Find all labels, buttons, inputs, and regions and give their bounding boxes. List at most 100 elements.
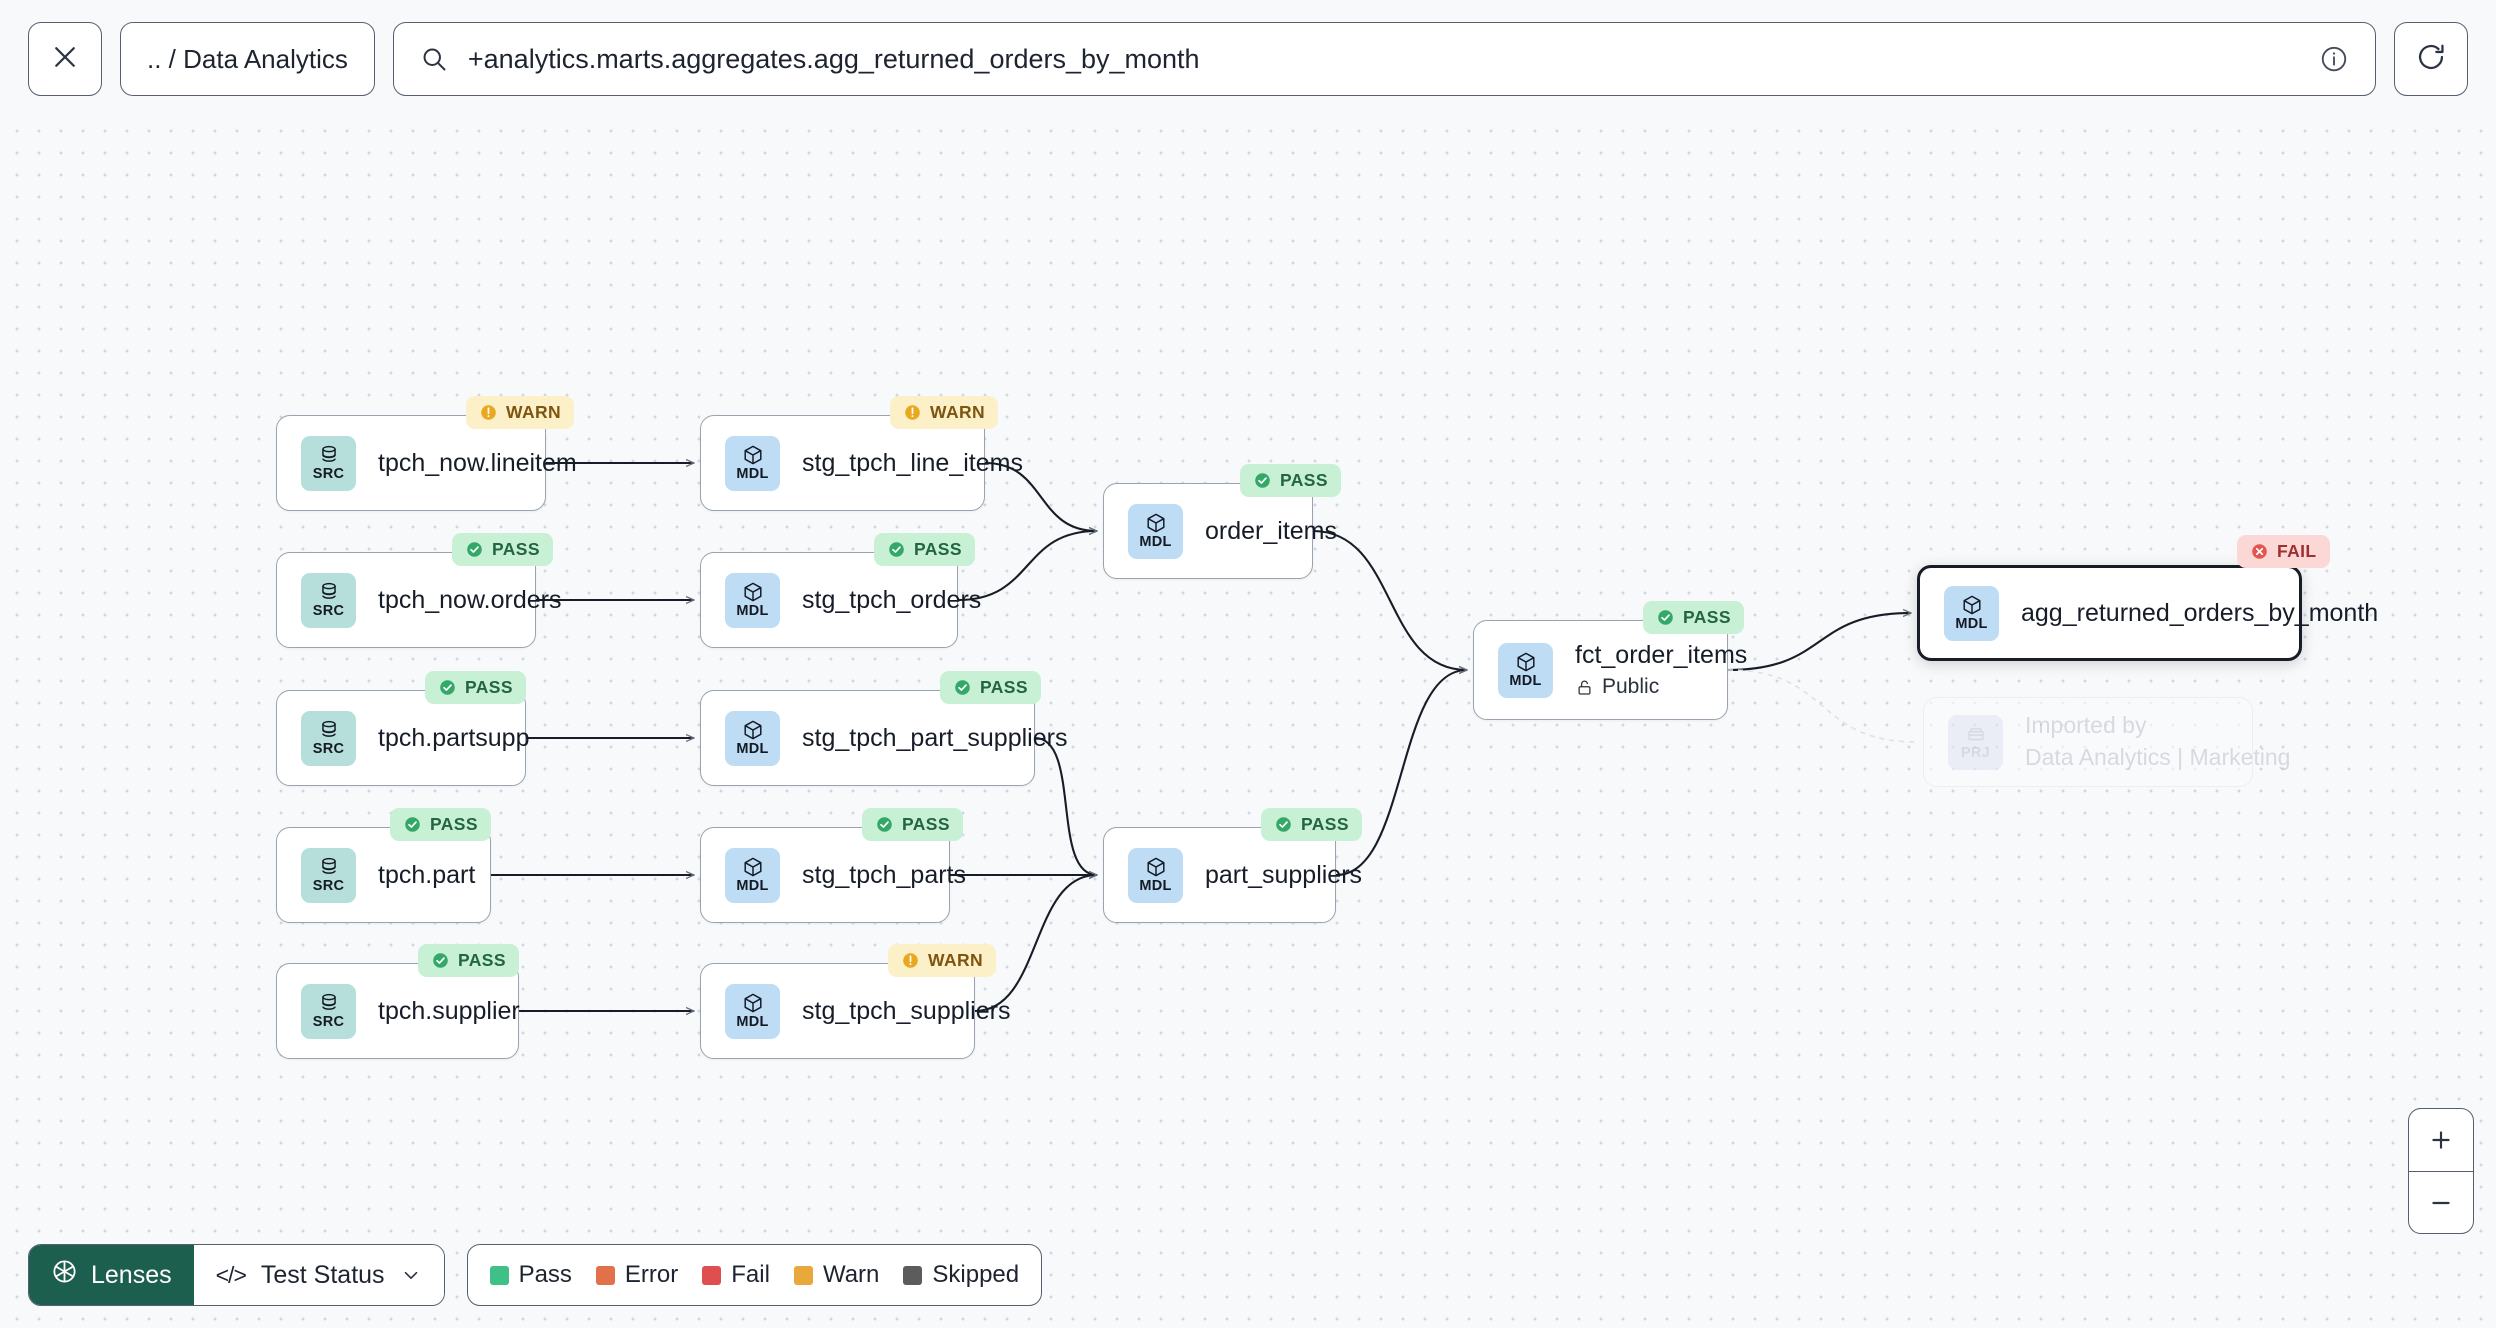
close-icon [50, 42, 80, 77]
status-badge-label: WARN [928, 950, 984, 970]
status-badge-tpch_now_orders[interactable]: PASS [452, 533, 553, 566]
node-body: stg_tpch_part_suppliers [802, 724, 1067, 752]
cube-icon: MDL [725, 572, 780, 628]
node-kind-label: SRC [312, 1014, 345, 1031]
unlock-icon [1575, 678, 1594, 697]
status-badge-stg_tpch_suppliers[interactable]: WARN [888, 944, 997, 977]
lenses-button[interactable]: Lenses [29, 1245, 194, 1305]
pass-icon [403, 815, 422, 834]
status-badge-stg_tpch_line_items[interactable]: WARN [890, 396, 999, 429]
close-button[interactable] [28, 22, 102, 96]
graph-node-stg_tpch_orders[interactable]: MDL stg_tpch_orders [700, 552, 982, 648]
status-badge-fct_order_items[interactable]: PASS [1643, 601, 1744, 634]
status-badge-label: PASS [1301, 814, 1349, 834]
status-badge-stg_tpch_orders[interactable]: PASS [874, 533, 975, 566]
graph-node-tpch_supplier[interactable]: SRC tpch.supplier [276, 963, 520, 1059]
legend-item-warn[interactable]: Warn [793, 1261, 879, 1289]
legend-item-skipped[interactable]: Skipped [903, 1261, 1019, 1289]
status-badge-tpch_supplier[interactable]: PASS [418, 944, 519, 977]
status-badge-label: PASS [430, 814, 478, 834]
status-badge-stg_tpch_parts[interactable]: PASS [862, 808, 963, 841]
graph-node-imported_by_project[interactable]: PRJ Imported by Data Analytics | Marketing [1923, 697, 2290, 787]
database-icon: SRC [301, 847, 356, 903]
breadcrumb[interactable]: .. / Data Analytics [120, 22, 375, 96]
bottom-toolbar: Lenses </> Test Status Pass Error Fail Warn… [28, 1244, 1043, 1306]
test-status-label: Test Status [260, 1260, 385, 1289]
refresh-button[interactable] [2394, 22, 2468, 96]
node-body: tpch.partsupp [378, 724, 530, 752]
lens-group: Lenses </> Test Status [28, 1244, 445, 1306]
cube-icon: MDL [725, 847, 780, 903]
node-kind-label: SRC [312, 603, 345, 620]
node-body: tpch.supplier [378, 997, 520, 1025]
node-kind-label: MDL [1955, 616, 1988, 633]
database-icon: SRC [301, 710, 356, 766]
test-status-dropdown[interactable]: </> Test Status [193, 1245, 444, 1305]
zoom-controls [2408, 1108, 2474, 1234]
cube-icon: MDL [725, 435, 780, 491]
project-icon: PRJ [1948, 714, 2003, 770]
zoom-in-button[interactable] [2409, 1109, 2473, 1171]
status-badge-label: PASS [1683, 607, 1731, 627]
legend-label: Fail [731, 1261, 770, 1288]
node-body: tpch_now.orders [378, 586, 561, 614]
graph-node-agg_returned_orders_by_month[interactable]: MDL agg_returned_orders_by_month [1917, 565, 2378, 661]
node-title: stg_tpch_line_items [802, 449, 1023, 477]
status-badge-part_suppliers[interactable]: PASS [1261, 808, 1362, 841]
node-subtitle: Data Analytics | Marketing [2025, 744, 2290, 771]
legend-item-error[interactable]: Error [595, 1261, 678, 1289]
status-badge-tpch_part[interactable]: PASS [390, 808, 491, 841]
edge-part_suppliers-to-fct_order_items [1335, 670, 1467, 877]
cube-icon: MDL [1128, 503, 1183, 559]
node-body: tpch_now.lineitem [378, 449, 577, 477]
node-body: stg_tpch_parts [802, 861, 966, 889]
node-title: stg_tpch_suppliers [802, 997, 1011, 1025]
status-badge-tpch_now_lineitem[interactable]: WARN [466, 396, 575, 429]
graph-node-tpch_now_orders[interactable]: SRC tpch_now.orders [276, 552, 561, 648]
graph-node-tpch_part[interactable]: SRC tpch.part [276, 827, 491, 923]
node-kind-label: MDL [736, 878, 769, 895]
status-badge-tpch_partsupp[interactable]: PASS [425, 671, 526, 704]
node-body: stg_tpch_suppliers [802, 997, 1011, 1025]
aperture-icon [51, 1258, 78, 1292]
graph-node-tpch_partsupp[interactable]: SRC tpch.partsupp [276, 690, 530, 786]
search-box[interactable] [392, 22, 2376, 96]
edge-order_items-to-fct_order_items [1312, 529, 1467, 670]
node-title: stg_tpch_orders [802, 586, 982, 614]
edge-fct_order_items-to-imported_by_project [1727, 669, 1918, 743]
node-kind-label: MDL [736, 603, 769, 620]
search-input[interactable] [467, 43, 2299, 75]
status-legend: Pass Error Fail Warn Skipped [466, 1244, 1043, 1306]
graph-node-stg_tpch_parts[interactable]: MDL stg_tpch_parts [700, 827, 966, 923]
status-badge-stg_tpch_part_suppliers[interactable]: PASS [940, 671, 1041, 704]
chevron-down-icon [404, 1271, 417, 1280]
cube-icon: MDL [1944, 585, 1999, 641]
zoom-out-button[interactable] [2409, 1171, 2473, 1233]
node-title: tpch_now.lineitem [378, 449, 577, 477]
node-body: tpch.part [378, 861, 475, 889]
status-badge-order_items[interactable]: PASS [1240, 464, 1341, 497]
legend-item-pass[interactable]: Pass [489, 1261, 572, 1289]
graph-node-stg_tpch_line_items[interactable]: MDL stg_tpch_line_items [700, 415, 1023, 511]
pass-icon [1274, 815, 1293, 834]
node-body: agg_returned_orders_by_month [2021, 599, 2378, 627]
status-badge-label: PASS [914, 539, 962, 559]
node-title: Imported by [2025, 711, 2147, 738]
node-kind-label: MDL [1509, 673, 1542, 690]
status-badge-agg_returned_orders_by_month[interactable]: FAIL [2237, 535, 2330, 568]
edge-stg_tpch_suppliers-to-part_suppliers [974, 875, 1097, 1013]
legend-swatch-pass [489, 1265, 509, 1285]
legend-label: Pass [518, 1261, 572, 1288]
info-icon[interactable] [2319, 44, 2349, 74]
pass-icon [875, 815, 894, 834]
warn-icon [901, 951, 920, 970]
legend-item-fail[interactable]: Fail [702, 1261, 770, 1289]
legend-label: Skipped [932, 1261, 1020, 1288]
